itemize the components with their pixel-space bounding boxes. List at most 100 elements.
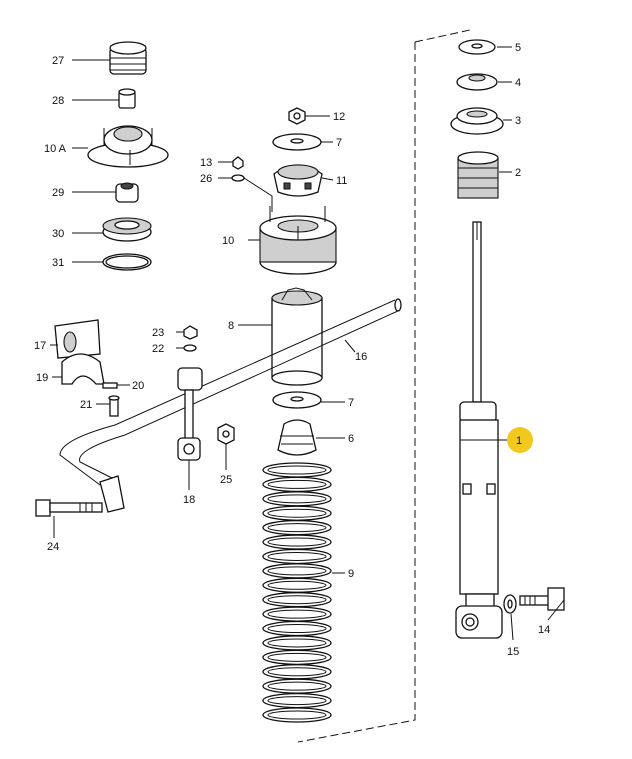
callout-30[interactable]: 30	[52, 228, 64, 240]
callout-17[interactable]: 17	[34, 340, 46, 352]
spring-coil-inner	[267, 609, 327, 619]
part-4-cup[interactable]	[456, 73, 498, 91]
part-12-nut[interactable]	[288, 107, 306, 125]
callout-28[interactable]: 28	[52, 95, 64, 107]
part-27-nut[interactable]	[109, 41, 147, 75]
callout-13[interactable]: 13	[200, 157, 212, 169]
callout-3[interactable]: 3	[515, 115, 521, 127]
part-2-bellows[interactable]	[457, 151, 499, 199]
part-1-shock-absorber[interactable]	[455, 221, 503, 639]
spring-coil-inner	[267, 508, 327, 518]
part-7-washer-top[interactable]	[272, 133, 322, 151]
spring-coil-turn	[262, 462, 332, 478]
part-13-nut[interactable]	[232, 156, 244, 170]
spring-coil-inner	[267, 638, 327, 648]
part-31-ring[interactable]	[102, 253, 152, 271]
spring-coil-inner	[267, 537, 327, 547]
spring-coil-inner	[267, 523, 327, 533]
part-18-link[interactable]	[177, 367, 203, 461]
callout-23[interactable]: 23	[152, 327, 164, 339]
callout-25[interactable]: 25	[220, 474, 232, 486]
part-9-coil-spring[interactable]	[262, 462, 332, 723]
callout-20[interactable]: 20	[132, 380, 144, 392]
callout-21[interactable]: 21	[80, 399, 92, 411]
spring-coil-turn	[262, 707, 332, 723]
callout-9[interactable]: 9	[348, 568, 354, 580]
spring-coil-turn	[262, 548, 332, 565]
spring-coil-turn	[262, 491, 332, 507]
part-19-clamp[interactable]	[61, 353, 105, 385]
callout-26[interactable]: 26	[200, 173, 212, 185]
part-24-bolt[interactable]	[35, 499, 103, 517]
spring-coil-turn	[262, 635, 332, 651]
spring-coil-turn	[262, 606, 332, 622]
callout-24[interactable]: 24	[47, 541, 59, 553]
part-22-washer[interactable]	[183, 344, 197, 352]
spring-coil-inner	[267, 696, 327, 706]
callout-2[interactable]: 2	[515, 167, 521, 179]
callout-19[interactable]: 19	[36, 372, 48, 384]
callout-7-upper[interactable]: 7	[336, 137, 342, 149]
spring-coil-inner	[267, 652, 327, 662]
part-23-nut[interactable]	[183, 325, 198, 340]
callout-6[interactable]: 6	[348, 433, 354, 445]
part-6-bump-stop[interactable]	[277, 419, 317, 456]
spring-coil-turn	[262, 664, 332, 680]
callout-31[interactable]: 31	[52, 257, 64, 269]
spring-coil-inner	[267, 667, 327, 677]
spring-coil-turn	[262, 534, 332, 550]
spring-coil-inner	[267, 624, 327, 634]
spring-coil-turn	[262, 692, 332, 709]
callout-22[interactable]: 22	[152, 343, 164, 355]
part-5-washer[interactable]	[458, 39, 496, 55]
spring-coil-inner	[267, 595, 327, 605]
callout-29[interactable]: 29	[52, 187, 64, 199]
callout-14[interactable]: 14	[538, 624, 550, 636]
part-29-bushing[interactable]	[115, 182, 139, 203]
callout-27[interactable]: 27	[52, 55, 64, 67]
part-26-washer[interactable]	[231, 174, 245, 182]
spring-coil-inner	[267, 681, 327, 691]
spring-coil-turn	[262, 505, 332, 521]
callout-12[interactable]: 12	[333, 111, 345, 123]
spring-coil-turn	[262, 649, 332, 666]
part-21-bolt[interactable]	[108, 395, 120, 417]
callout-16[interactable]: 16	[355, 351, 367, 363]
part-25-nut[interactable]	[217, 423, 235, 445]
part-14-bolt[interactable]	[519, 587, 565, 611]
part-3-spring-seat[interactable]	[450, 107, 504, 135]
callout-10[interactable]: 10	[222, 235, 234, 247]
part-10a-top-mount[interactable]	[87, 125, 169, 168]
callout-1[interactable]: 1	[516, 435, 522, 447]
part-28-sleeve[interactable]	[118, 88, 136, 109]
part-7-washer-lower[interactable]	[272, 391, 322, 409]
callout-8[interactable]: 8	[228, 320, 234, 332]
part-15-washer[interactable]	[503, 594, 517, 614]
spring-coil-turn	[262, 678, 332, 694]
callout-10a[interactable]: 10 A	[44, 143, 67, 155]
spring-coil-turn	[262, 577, 332, 593]
spring-coil-inner	[267, 566, 327, 576]
highlight-marker[interactable]	[507, 427, 533, 453]
callout-15[interactable]: 15	[507, 646, 519, 658]
spring-coil-turn	[262, 620, 332, 637]
spring-coil-inner	[267, 494, 327, 504]
spring-coil-inner	[267, 551, 327, 561]
callout-4[interactable]: 4	[515, 77, 521, 89]
part-20-screw[interactable]	[102, 382, 118, 389]
callout-7-lower[interactable]: 7	[348, 397, 354, 409]
part-10-strut-mount[interactable]	[259, 206, 337, 275]
part-16-stabilizer-bar[interactable]	[59, 298, 402, 513]
spring-coil-turn	[262, 519, 332, 536]
callout-18[interactable]: 18	[183, 494, 195, 506]
callout-5[interactable]: 5	[515, 42, 521, 54]
callout-11[interactable]: 11	[336, 175, 347, 187]
spring-coil-turn	[262, 592, 332, 608]
part-17-bushing[interactable]	[54, 319, 101, 359]
spring-coil-inner	[267, 465, 327, 475]
spring-coil-inner	[267, 479, 327, 489]
leader-lines	[50, 46, 565, 641]
part-30-bearing[interactable]	[102, 217, 152, 242]
part-11-rubber-mount[interactable]	[273, 164, 323, 197]
part-8-boot[interactable]	[271, 287, 323, 386]
